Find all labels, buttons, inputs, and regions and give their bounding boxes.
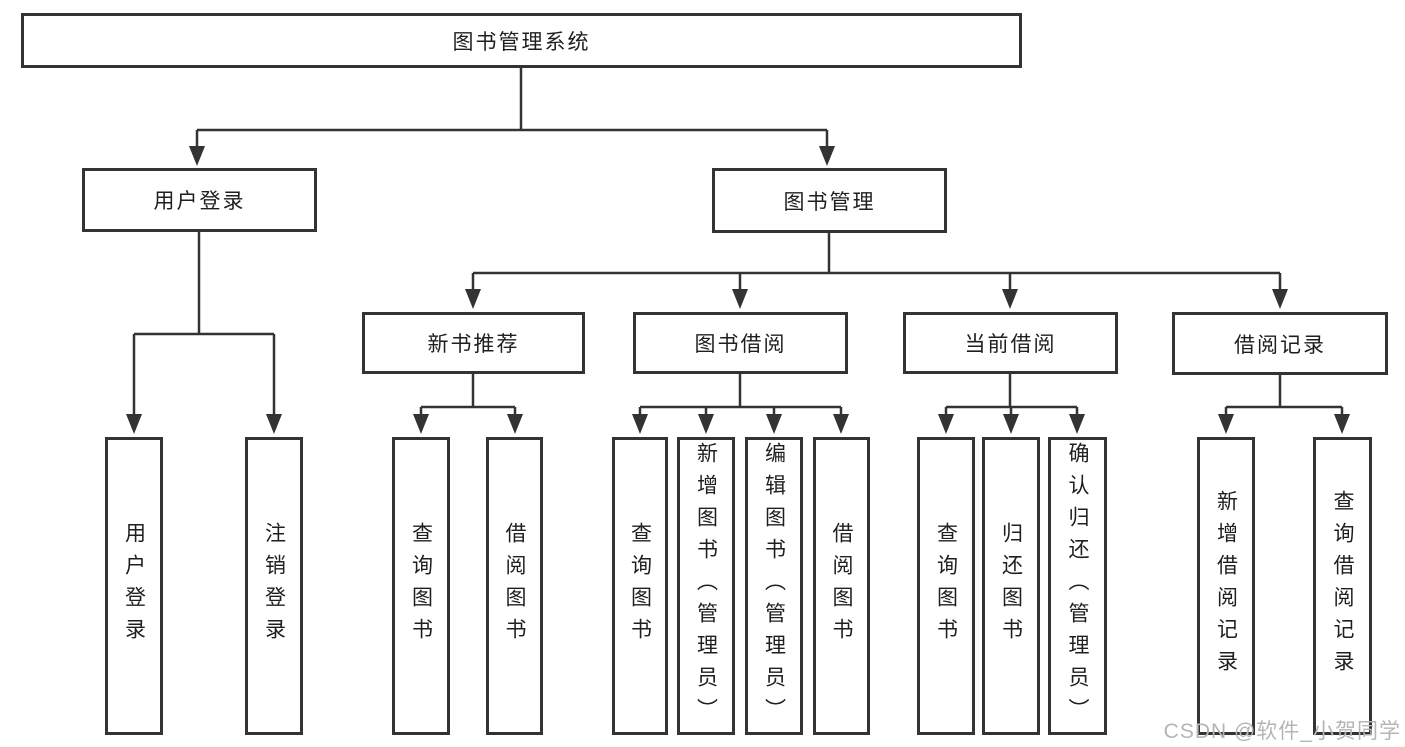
node-current-borrow: 当前借阅 (903, 312, 1118, 374)
leaf-label: 借阅图书 (830, 522, 853, 650)
current-leaf-query-books: 查询图书 (917, 437, 975, 735)
leaf-label: 归还图书 (999, 522, 1023, 650)
borrow-leaf-query-books: 查询图书 (612, 437, 668, 735)
leaf-label: 确认归还（管理员） (1066, 442, 1089, 730)
leaf-label: 查询图书 (934, 522, 958, 650)
node-book-management: 图书管理 (712, 168, 947, 233)
leaf-label: 编辑图书（管理员） (762, 442, 786, 730)
leaf-label: 查询借阅记录 (1331, 490, 1354, 682)
csdn-watermark: CSDN @软件_小贺同学 (1163, 720, 1401, 743)
borrow-leaf-borrow-books: 借阅图书 (813, 437, 870, 735)
login-leaf-logout: 注销登录 (245, 437, 303, 735)
borrow-leaf-add-books-admin: 新增图书（管理员） (677, 437, 735, 735)
login-leaf-user-login: 用户登录 (105, 437, 163, 735)
node-borrow-records: 借阅记录 (1172, 312, 1388, 375)
leaf-label: 用户登录 (122, 522, 146, 650)
leaf-label: 查询图书 (409, 522, 433, 650)
leaf-label: 新增图书（管理员） (694, 442, 718, 730)
leaf-label: 注销登录 (262, 522, 286, 650)
node-root: 图书管理系统 (21, 13, 1022, 68)
current-leaf-confirm-return-admin: 确认归还（管理员） (1048, 437, 1107, 735)
records-leaf-add-borrow-record: 新增借阅记录 (1197, 437, 1255, 735)
recommend-leaf-query-books: 查询图书 (392, 437, 450, 735)
leaf-label: 新增借阅记录 (1214, 490, 1238, 682)
leaf-label: 借阅图书 (503, 522, 526, 650)
node-new-book-recommend: 新书推荐 (362, 312, 585, 374)
current-leaf-return-books: 归还图书 (982, 437, 1040, 735)
records-leaf-query-borrow-record: 查询借阅记录 (1313, 437, 1372, 735)
node-book-borrow: 图书借阅 (633, 312, 848, 374)
node-user-login: 用户登录 (82, 168, 317, 232)
recommend-leaf-borrow-books: 借阅图书 (486, 437, 543, 735)
leaf-label: 查询图书 (628, 522, 652, 650)
borrow-leaf-edit-books-admin: 编辑图书（管理员） (745, 437, 803, 735)
